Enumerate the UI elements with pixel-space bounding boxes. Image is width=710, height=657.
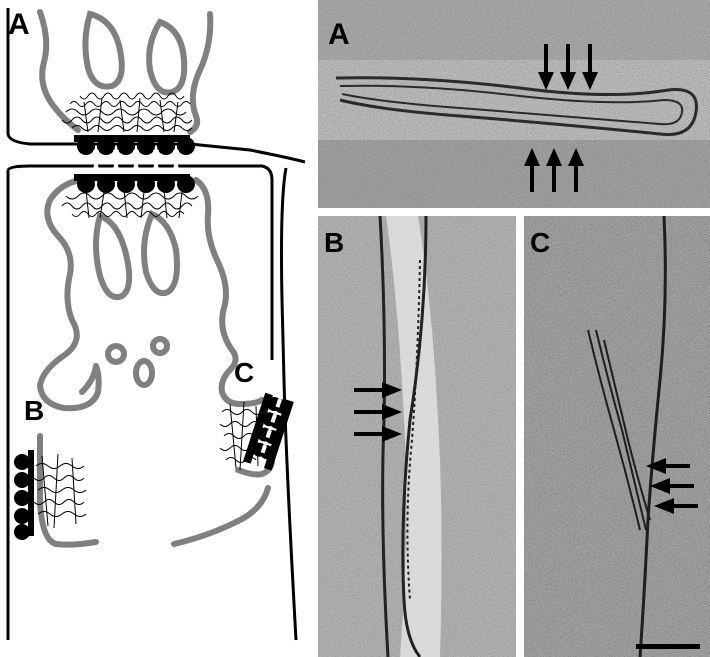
micrograph-c: C <box>524 216 710 657</box>
schematic-panel: A B C <box>0 0 312 657</box>
micrograph-b-arrows <box>354 382 402 442</box>
schematic-label-b: B <box>24 395 44 426</box>
schematic-label-c: C <box>234 357 254 388</box>
micrograph-a: A <box>318 0 710 208</box>
micrograph-c-label: C <box>530 227 550 258</box>
schematic-label-a: A <box>8 8 30 41</box>
desmosome-b-plaques <box>14 450 34 540</box>
micrograph-b-label: B <box>324 227 344 258</box>
scale-bar <box>636 644 700 649</box>
micrograph-b: B <box>318 216 516 657</box>
micrograph-a-label: A <box>328 18 350 51</box>
